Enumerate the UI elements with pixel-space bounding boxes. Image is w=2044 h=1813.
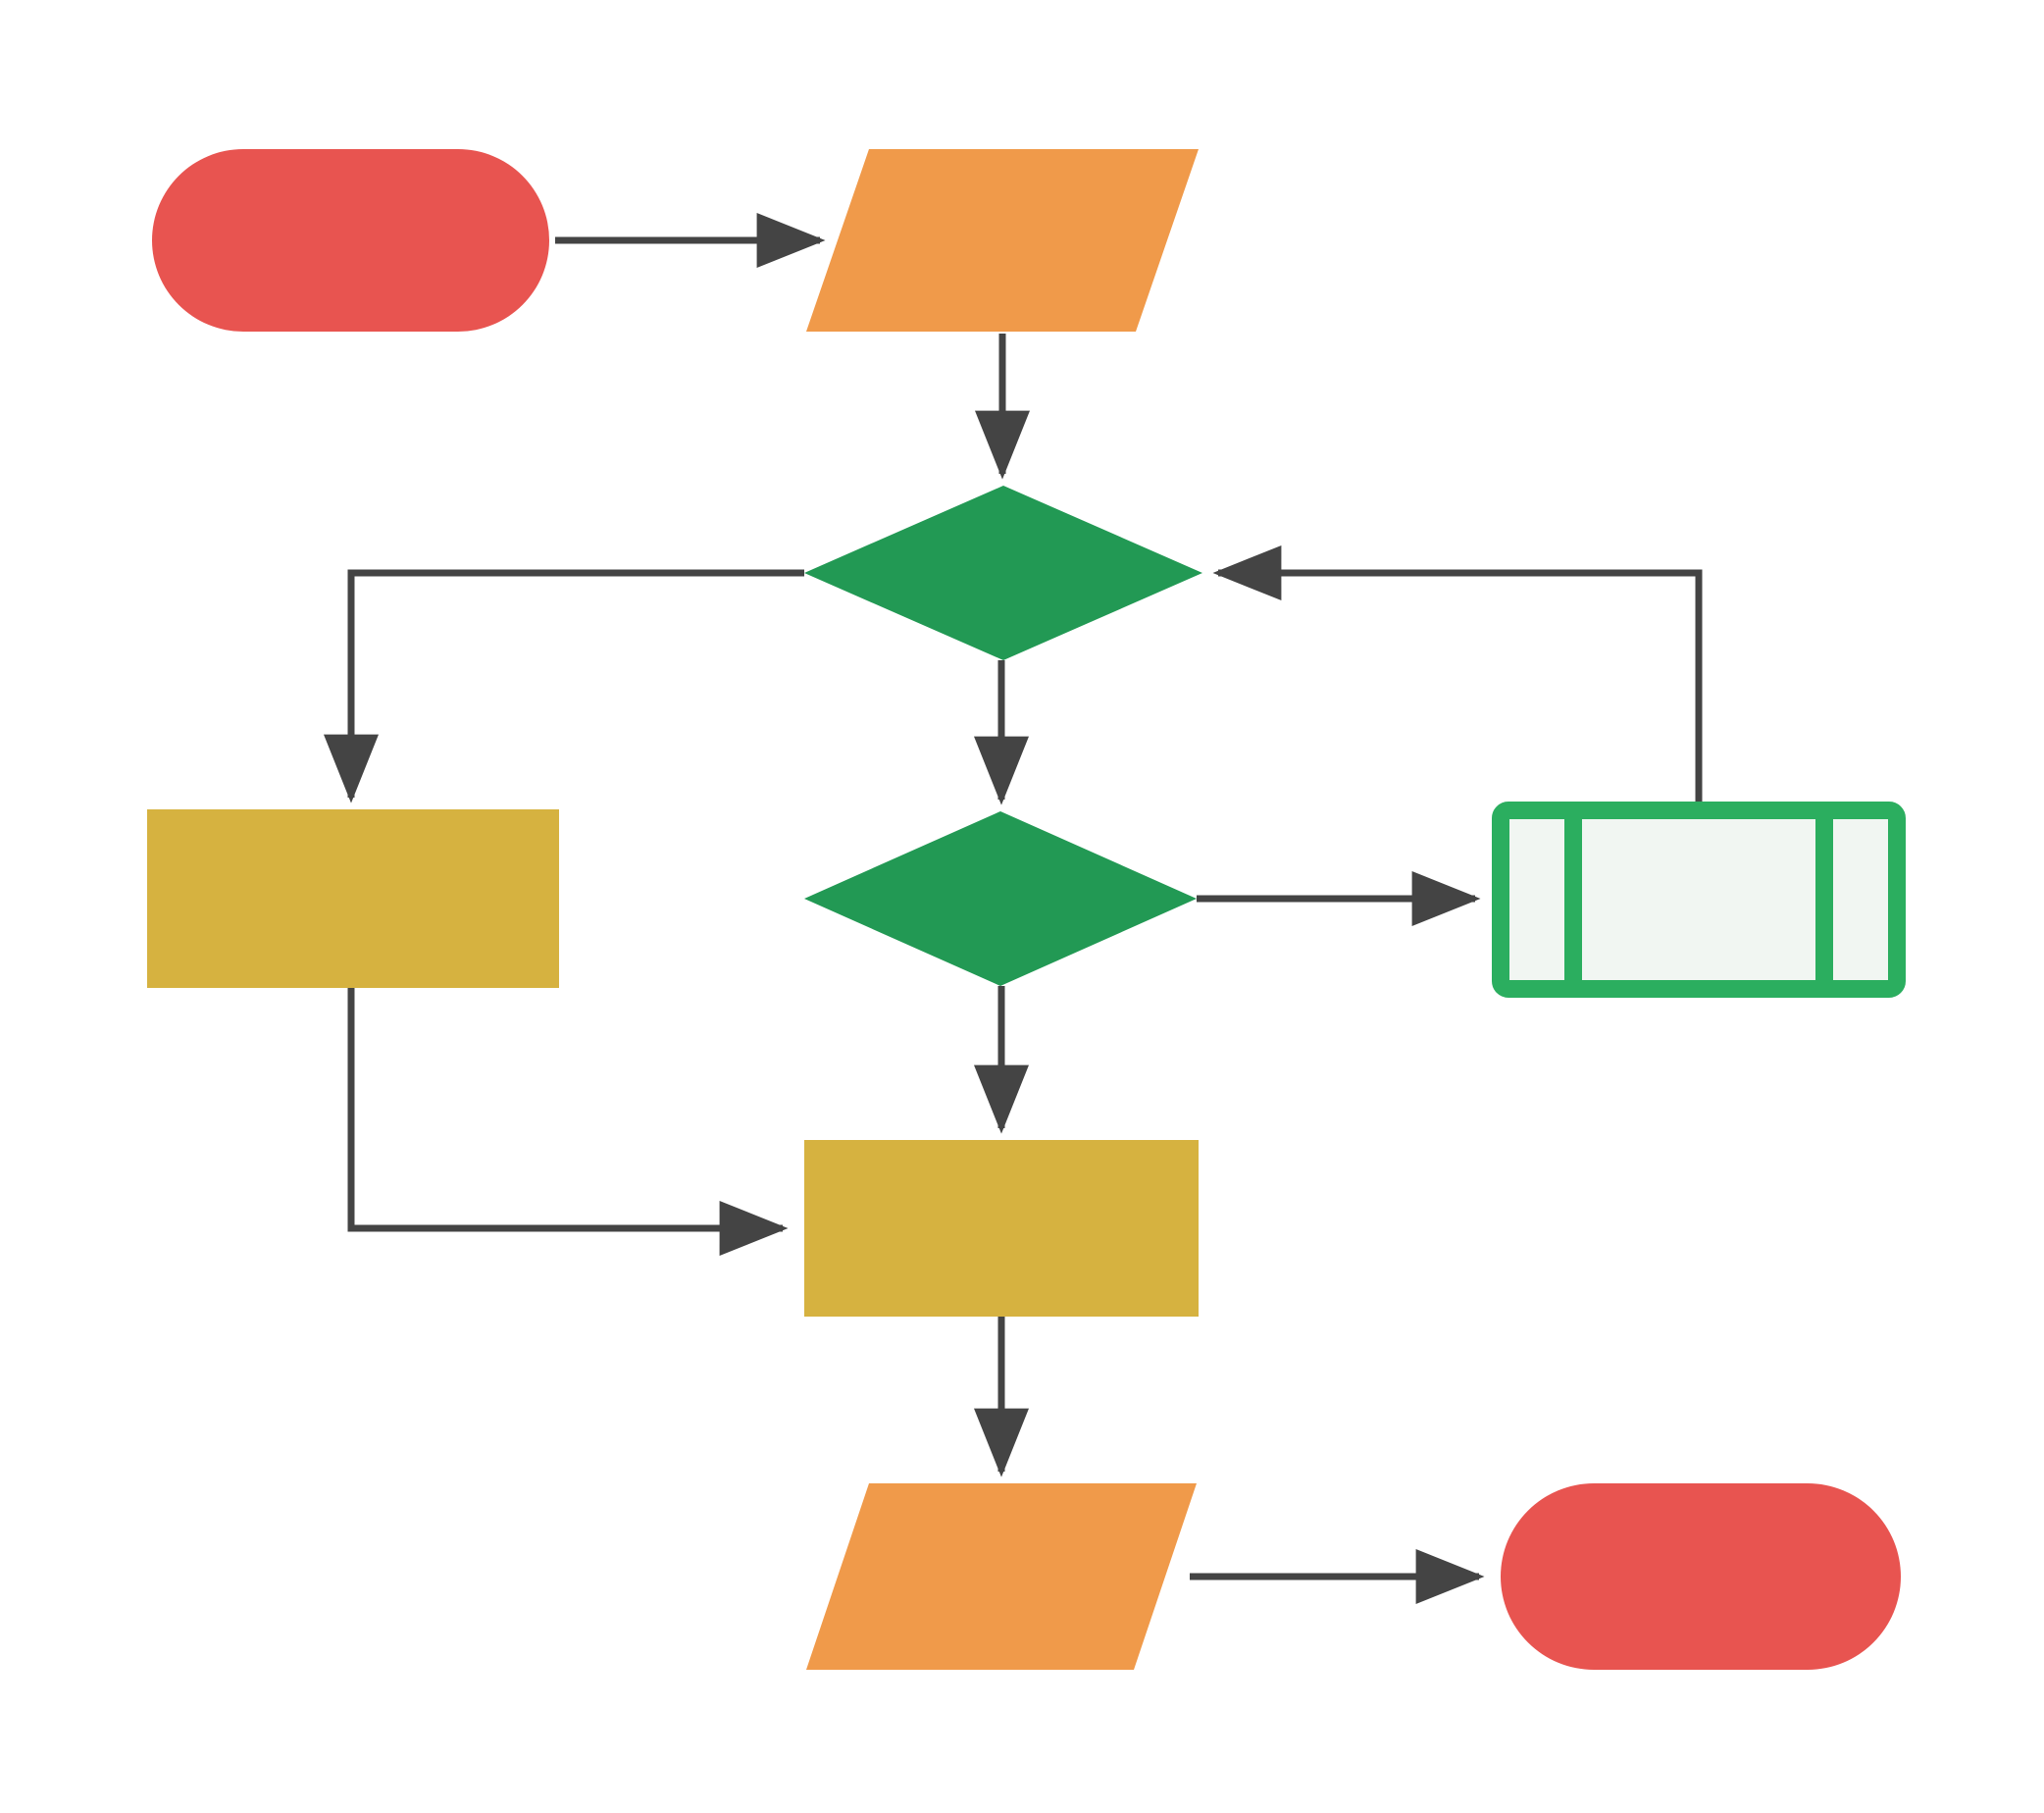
node-start-shape[interactable] bbox=[152, 149, 549, 332]
node-process-bottom-shape[interactable] bbox=[804, 1140, 1199, 1317]
node-subroutine-shape[interactable] bbox=[1492, 802, 1906, 998]
node-decision-1[interactable] bbox=[804, 486, 1202, 660]
node-start[interactable] bbox=[152, 149, 549, 332]
node-subroutine[interactable] bbox=[1492, 802, 1906, 998]
node-input[interactable] bbox=[806, 149, 1199, 332]
connector-layer bbox=[324, 213, 1703, 1604]
node-end-shape[interactable] bbox=[1501, 1483, 1901, 1670]
edge-decision-1-to-process-left bbox=[324, 569, 804, 803]
node-layer bbox=[147, 149, 1906, 1670]
node-end[interactable] bbox=[1501, 1483, 1901, 1670]
node-output[interactable] bbox=[806, 1483, 1197, 1670]
edge-subroutine-to-decision-1 bbox=[1212, 545, 1703, 806]
node-input-shape[interactable] bbox=[806, 149, 1199, 332]
node-output-shape[interactable] bbox=[806, 1483, 1197, 1670]
node-decision-1-shape[interactable] bbox=[804, 486, 1202, 660]
node-decision-2[interactable] bbox=[804, 811, 1197, 986]
edge-process-left-to-process-bottom bbox=[347, 988, 789, 1256]
node-process-left-shape[interactable] bbox=[147, 809, 559, 988]
node-process-left[interactable] bbox=[147, 809, 559, 988]
node-process-bottom[interactable] bbox=[804, 1140, 1199, 1317]
node-decision-2-shape[interactable] bbox=[804, 811, 1197, 986]
